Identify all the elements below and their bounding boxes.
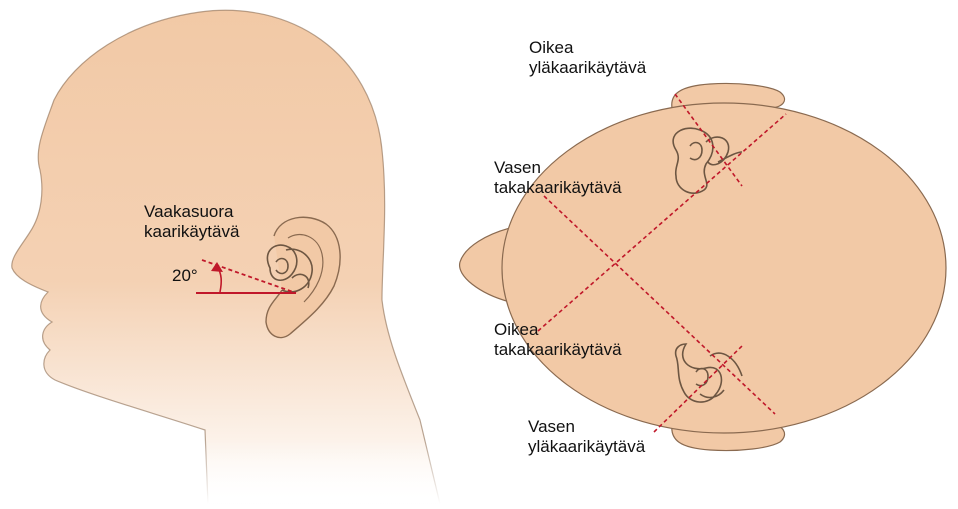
horizontal-canal-label-line2: kaarikäytävä <box>144 222 239 242</box>
right-posterior-canal-label: Oikea takakaarikäytävä <box>494 320 622 360</box>
right-posterior-canal-label-line1: Oikea <box>494 320 622 340</box>
left-anterior-canal-label: Vasen yläkaarikäytävä <box>528 417 645 457</box>
right-anterior-canal-label-line2: yläkaarikäytävä <box>529 58 646 78</box>
head-profile-silhouette <box>12 10 440 504</box>
left-anterior-canal-label-line1: Vasen <box>528 417 645 437</box>
left-posterior-canal-label-line1: Vasen <box>494 158 622 178</box>
right-posterior-canal-label-line2: takakaarikäytävä <box>494 340 622 360</box>
head-top-view <box>460 83 946 450</box>
angle-label: 20° <box>172 266 198 286</box>
right-anterior-canal-label-line1: Oikea <box>529 38 646 58</box>
left-anterior-canal-label-line2: yläkaarikäytävä <box>528 437 645 457</box>
right-anterior-canal-label: Oikea yläkaarikäytävä <box>529 38 646 78</box>
left-posterior-canal-label-line2: takakaarikäytävä <box>494 178 622 198</box>
head-profile <box>12 10 460 504</box>
neck-fade-overlay <box>180 440 460 504</box>
horizontal-canal-label-line1: Vaakasuora <box>144 202 239 222</box>
left-posterior-canal-label: Vasen takakaarikäytävä <box>494 158 622 198</box>
horizontal-canal-label: Vaakasuora kaarikäytävä <box>144 202 239 242</box>
skull-top <box>502 103 946 433</box>
